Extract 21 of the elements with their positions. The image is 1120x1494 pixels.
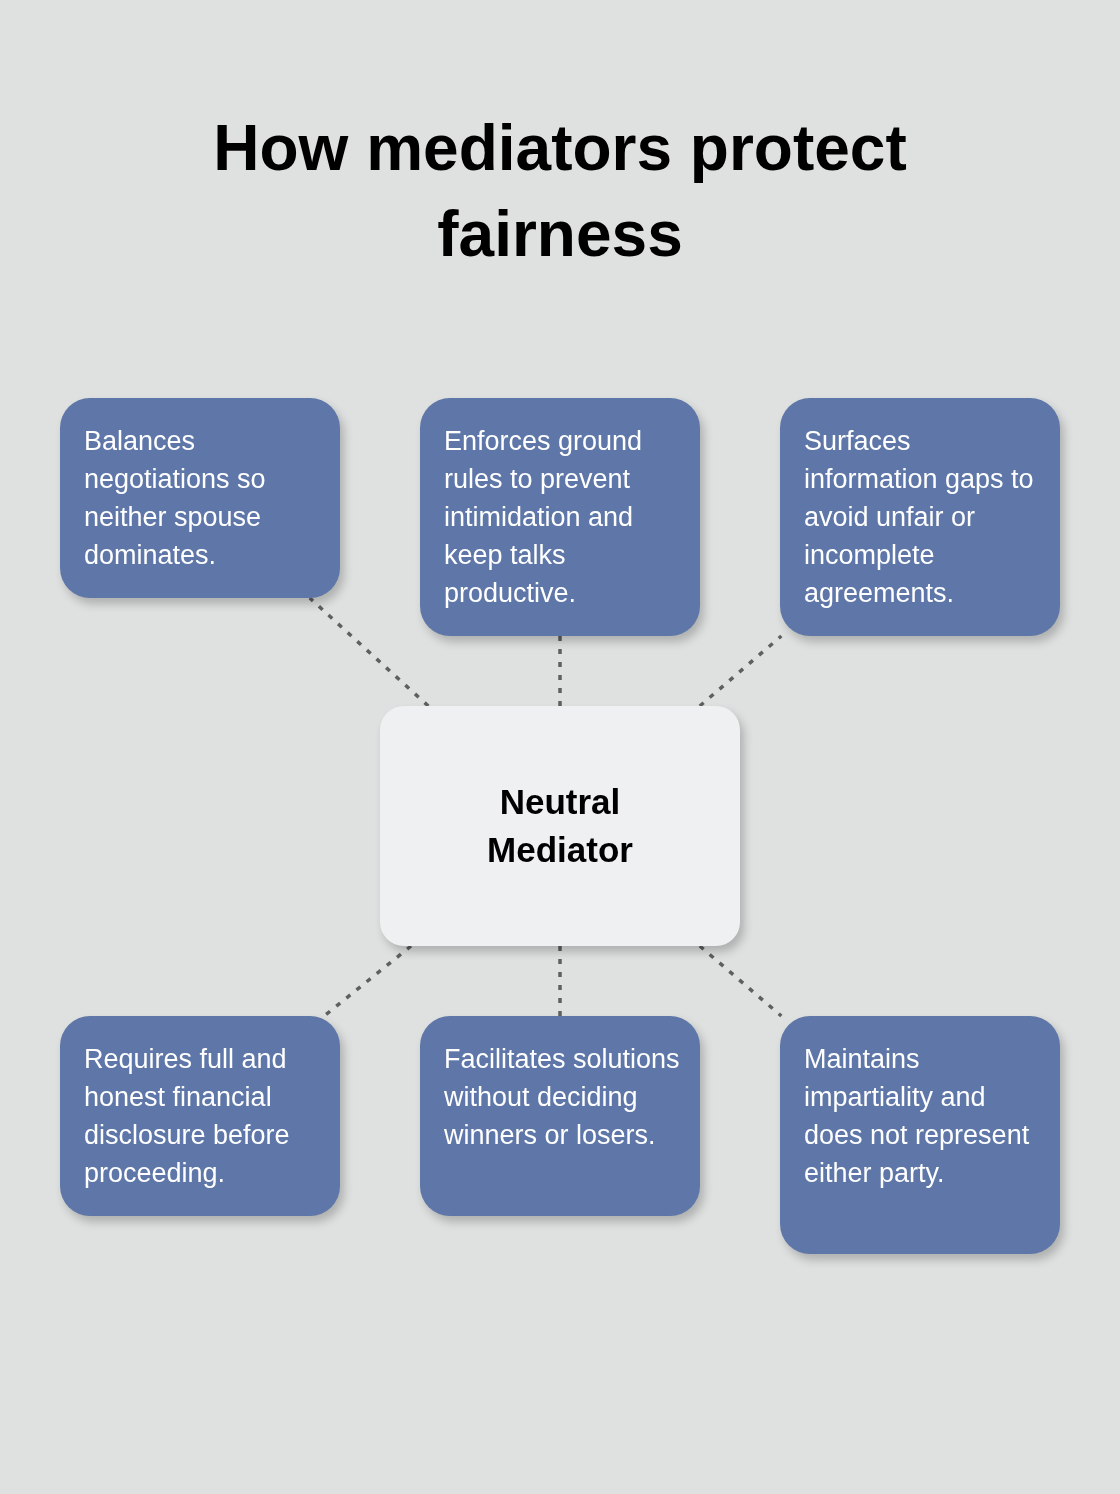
info-box (780, 1016, 1060, 1254)
info-box (60, 1016, 340, 1216)
dashed-connector (698, 944, 783, 1018)
dashed-connector (323, 944, 413, 1018)
dashed-connector (558, 636, 562, 706)
info-box (60, 398, 340, 598)
box-text: Facilitates solutions without deciding winners or losers. (444, 1043, 680, 1152)
dashed-connector (308, 596, 430, 708)
dashed-connector (558, 946, 562, 1016)
center-label: Neutral Mediator (486, 781, 634, 871)
box-text: Requires full and honest financial disclosure before proceeding. (84, 1043, 291, 1190)
center-box (380, 706, 740, 946)
box-text: Balances negotiations so neither spouse dominates. (84, 425, 267, 572)
dashed-connector (698, 634, 783, 708)
box-text: Enforces ground rules to prevent intimidation and keep talks productive. (444, 425, 644, 610)
info-box (780, 398, 1060, 636)
info-box (420, 398, 700, 636)
info-box (420, 1016, 700, 1216)
box-text: Maintains impartiality and does not represent either party. (804, 1043, 1031, 1190)
box-text: Surfaces information gaps to avoid unfair or incomplete agreements. (804, 425, 1035, 610)
title: How mediators protect fairness (212, 111, 908, 272)
